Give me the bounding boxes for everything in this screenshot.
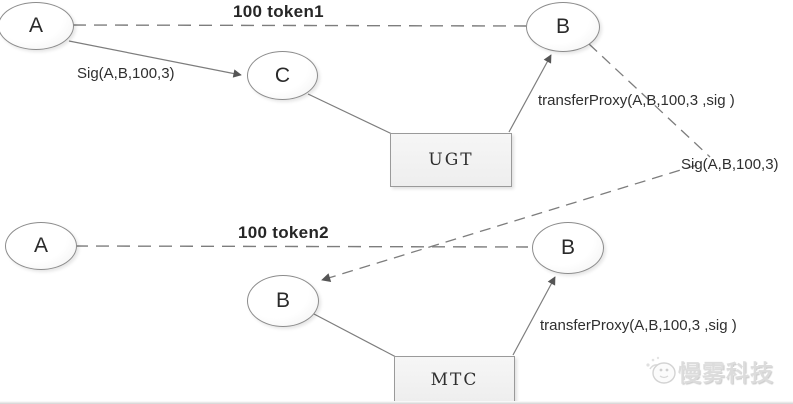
node-label: A: [33, 234, 48, 257]
contract-box-mtc: MTC: [394, 356, 515, 403]
label-sig-right: Sig(A,B,100,3): [681, 156, 779, 173]
image-bottom-edge: [0, 401, 793, 404]
contract-box-ugt: UGT: [390, 133, 512, 187]
edge-bmiddle-to-mtc: [313, 313, 397, 358]
edge-c-to-ugt: [307, 93, 393, 135]
node-label: C: [274, 63, 291, 87]
node-relayer-c: C: [247, 51, 318, 100]
label-sig-top-left: Sig(A,B,100,3): [77, 65, 175, 82]
watermark: 慢雾科技: [644, 354, 774, 388]
edge-a-to-c-sig: [68, 40, 242, 78]
edge-b-to-sig-vertex: [588, 43, 711, 158]
node-user-b-middle: B: [247, 275, 319, 327]
label-100-token2: 100 token2: [238, 223, 329, 242]
node-user-a-top: A: [0, 2, 74, 50]
label-100-token1: 100 token1: [233, 2, 324, 21]
node-label: B: [555, 15, 570, 38]
edge-sig-to-b-middle-replay: [321, 164, 698, 282]
watermark-text: 慢雾科技: [678, 360, 774, 386]
edge-mtc-to-b-transferproxy: [512, 276, 556, 356]
node-user-b-top: B: [526, 2, 600, 52]
edge-a-to-b-token1: [72, 24, 527, 27]
edge-a-to-b-token2: [74, 245, 529, 248]
label-transferproxy-top: transferProxy(A,B,100,3 ,sig ): [538, 92, 735, 109]
node-user-b-bottom: B: [532, 222, 604, 274]
slowmist-logo-icon: [646, 356, 676, 384]
contract-label: MTC: [430, 369, 479, 390]
node-user-a-bottom: A: [5, 222, 77, 270]
contract-label: UGT: [428, 150, 474, 170]
node-label: B: [275, 289, 290, 312]
edge-ugt-to-b-transferproxy: [508, 54, 552, 133]
label-transferproxy-bottom: transferProxy(A,B,100,3 ,sig ): [540, 317, 737, 334]
node-label: A: [28, 14, 43, 37]
node-label: B: [560, 236, 575, 259]
